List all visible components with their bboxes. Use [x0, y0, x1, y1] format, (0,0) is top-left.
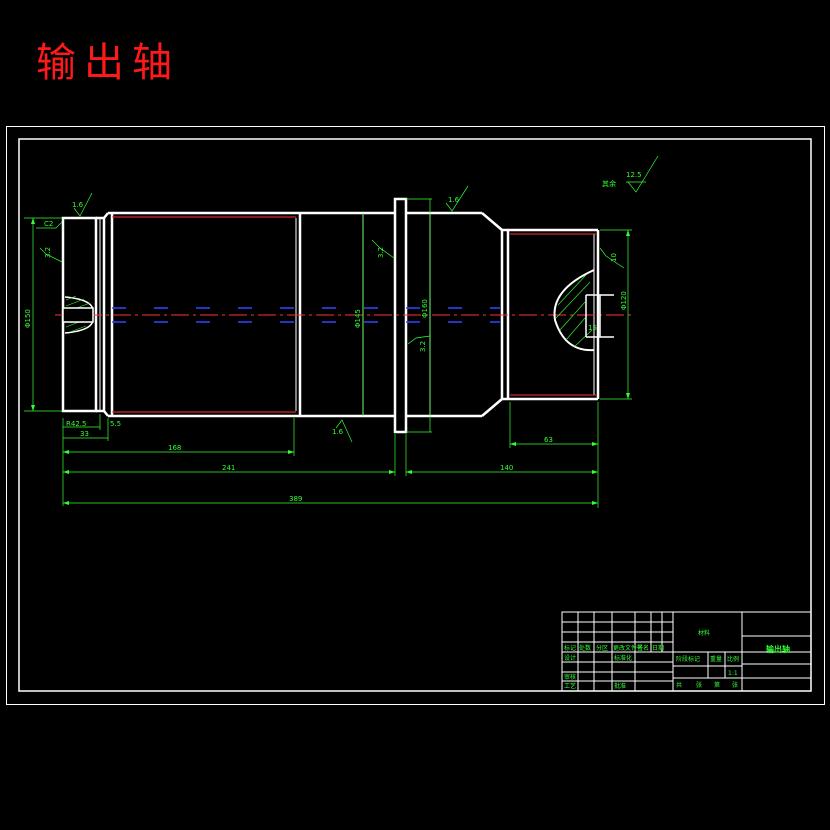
left-keyway	[62, 295, 94, 334]
dim-dia-160: Φ160	[421, 299, 429, 318]
dim-140: 140	[500, 464, 513, 472]
tb-mark: 标记	[564, 644, 576, 652]
dim-c2: C2	[44, 220, 53, 228]
right-keyway	[553, 269, 614, 352]
roughness-12-5: 12.5	[626, 171, 642, 179]
dim-r42-5: R42.5	[66, 420, 86, 428]
roughness-1-6-c: 1.6	[332, 428, 344, 436]
tb-sheet-total: 共	[676, 681, 682, 689]
tb-approve: 批准	[614, 682, 626, 690]
dim-10: 10	[610, 253, 618, 262]
dimension-arrows	[31, 218, 630, 505]
tb-material: 材料	[698, 629, 710, 637]
tb-weight: 重量	[710, 655, 722, 663]
dim-63: 63	[544, 436, 553, 444]
tb-standard: 标准化	[614, 654, 632, 662]
tb-qty: 处数	[579, 644, 591, 652]
dim-dia-mid: Φ145	[354, 309, 362, 328]
dim-389: 389	[289, 495, 302, 503]
shaft-outline	[61, 197, 600, 434]
tb-stage-mark: 阶段标记	[676, 655, 700, 663]
dim-168: 168	[168, 444, 181, 452]
tb-sheet-no: 第	[714, 681, 720, 689]
dim-dia-right: Φ120	[620, 291, 628, 310]
tb-count: 1:1	[728, 670, 738, 677]
tb-zone: 分区	[596, 644, 608, 652]
tb-sheet-unit-a: 张	[696, 681, 702, 689]
thread-lines	[112, 216, 596, 413]
dim-dia-left: Φ150	[24, 309, 32, 328]
inner-frame	[18, 138, 812, 692]
title-block	[561, 611, 812, 692]
tb-date: 日期	[652, 644, 664, 652]
tb-process: 工艺	[564, 682, 576, 690]
roughness-3-2-b: 3.2	[377, 247, 385, 258]
tb-design: 设计	[564, 654, 576, 662]
dimension-lines	[24, 155, 659, 508]
roughness-3-2-a: 3.2	[44, 247, 52, 258]
tb-change-no: 更改文件号	[613, 644, 643, 652]
dim-33: 33	[80, 430, 89, 438]
dim-15: 15	[588, 324, 597, 332]
drawing-title: 输出轴	[36, 40, 180, 86]
tb-sheet-unit-b: 张	[732, 681, 738, 689]
tb-sign: 签名	[637, 644, 649, 652]
tb-part-name: 输出轴	[766, 644, 790, 654]
tb-check: 审核	[564, 673, 576, 681]
roughness-3-2-c: 3.2	[419, 341, 427, 352]
roughness-1-6-b: 1.6	[448, 196, 460, 204]
dim-241: 241	[222, 464, 235, 472]
roughness-1-6-a: 1.6	[72, 201, 84, 209]
outer-frame	[6, 126, 825, 705]
tb-scale: 比例	[727, 655, 739, 663]
dim-5-5: 5.5	[110, 420, 121, 428]
note-mark: 其余	[602, 179, 616, 188]
hidden-bore	[70, 307, 500, 323]
